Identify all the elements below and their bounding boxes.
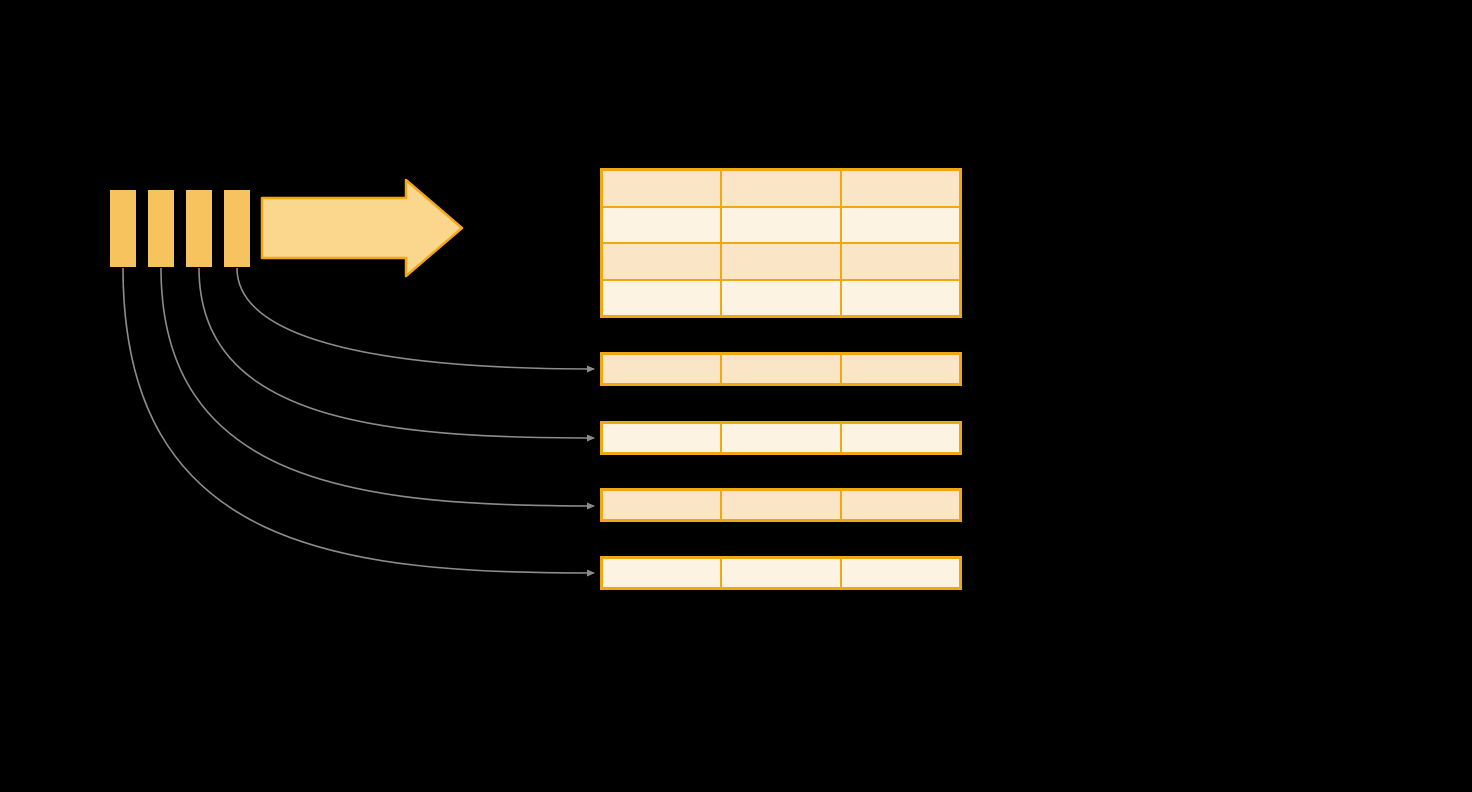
table-cell xyxy=(721,279,841,316)
table-cell xyxy=(721,243,841,280)
table-cell xyxy=(602,279,722,316)
table-cell xyxy=(602,170,722,207)
table-cell xyxy=(602,206,722,243)
row-batch-1 xyxy=(600,352,962,386)
table-cell xyxy=(721,170,841,207)
stream-chunk-3 xyxy=(186,190,212,267)
table-cell xyxy=(602,490,722,520)
flow-arrow-shape xyxy=(260,178,464,278)
connector-arrow-3 xyxy=(160,267,595,510)
table-cell xyxy=(602,243,722,280)
flow-arrow-icon xyxy=(260,178,464,278)
table-cell xyxy=(840,490,960,520)
table-cell xyxy=(721,423,841,453)
table-cell xyxy=(840,354,960,384)
table-cell xyxy=(602,558,722,588)
table-cell xyxy=(721,558,841,588)
table-cell xyxy=(602,423,722,453)
connector-arrow-2 xyxy=(198,267,595,442)
table-cell xyxy=(602,354,722,384)
table-cell xyxy=(840,206,960,243)
table-cell xyxy=(840,558,960,588)
row-batch-2 xyxy=(600,421,962,455)
row-batch-3 xyxy=(600,488,962,522)
connector-arrow-4 xyxy=(122,267,595,577)
table-cell xyxy=(721,490,841,520)
table-cell xyxy=(721,206,841,243)
stream-chunk-1 xyxy=(110,190,136,267)
table-cell xyxy=(840,279,960,316)
table-cell xyxy=(840,170,960,207)
table-cell xyxy=(840,423,960,453)
table-cell xyxy=(721,354,841,384)
batch-table xyxy=(600,168,962,318)
table-cell xyxy=(840,243,960,280)
stream-chunk-4 xyxy=(224,190,250,267)
row-batch-4 xyxy=(600,556,962,590)
stream-chunk-2 xyxy=(148,190,174,267)
